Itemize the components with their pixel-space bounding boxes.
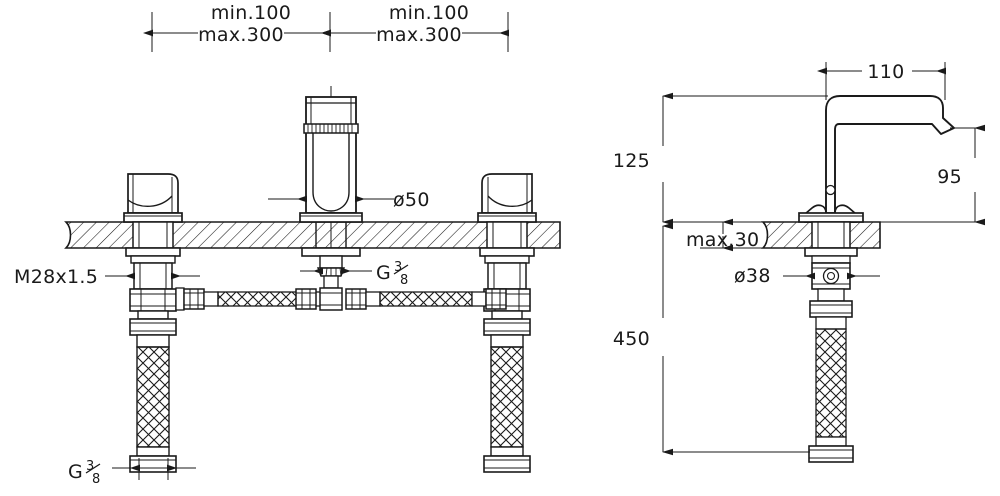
- counter-top-section-front: [64, 221, 561, 249]
- front-right-min-label: min.100: [389, 2, 469, 24]
- front-left-min-label: min.100: [211, 2, 291, 24]
- dimension-labels: min.100 max.300 min.100 max.300 ø50 M28x…: [14, 2, 962, 487]
- counter-thickness-label: max.30: [686, 229, 759, 251]
- center-spout-body-front: [299, 86, 363, 289]
- outlet-height-label: 95: [937, 166, 962, 188]
- front-top-dimension-chain: [143, 12, 509, 52]
- hose-length-label: 450: [613, 328, 650, 350]
- center-g-numerator: 3: [394, 260, 402, 275]
- front-left-max-label: max.300: [198, 24, 284, 46]
- handle-thread-label: M28x1.5: [14, 266, 98, 288]
- center-g-denominator: 8: [400, 273, 408, 288]
- center-g-prefix: G: [376, 262, 391, 284]
- base-diameter-label: ø38: [734, 265, 771, 287]
- spout-height-label: 125: [613, 150, 650, 172]
- front-right-max-label: max.300: [376, 24, 462, 46]
- spout-diameter-label: ø50: [393, 189, 430, 211]
- spout-projection-label: 110: [867, 61, 904, 83]
- spout-side-profile: [798, 95, 955, 463]
- hose-g-denominator: 8: [92, 472, 100, 487]
- connecting-pipework: [175, 287, 507, 311]
- hose-g-prefix: G: [68, 461, 83, 483]
- right-handle-assembly: [477, 173, 537, 473]
- hose-g-numerator: 3: [86, 459, 94, 474]
- left-handle-assembly: [123, 173, 183, 473]
- center-g-thread-label: G 3 8: [376, 260, 409, 288]
- hose-g-thread-label: G 3 8: [68, 459, 101, 487]
- front-annotation-leaders: [105, 195, 394, 480]
- side-dimension-lines: [662, 62, 985, 456]
